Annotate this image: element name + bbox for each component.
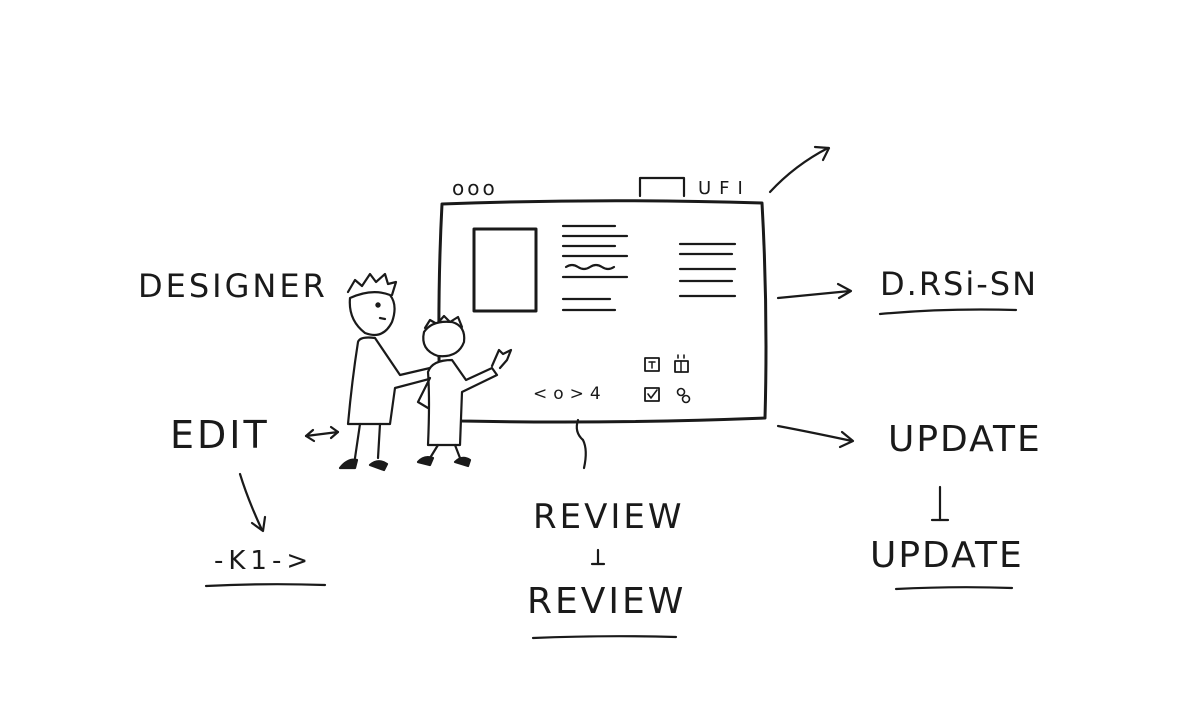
update-sub-underline (894, 586, 1014, 591)
screen-tab-label: UFI (698, 178, 751, 199)
image-placeholder (472, 227, 538, 313)
review-label: REVIEW (533, 497, 685, 537)
checkbox-icon (644, 387, 660, 402)
design-underline (878, 308, 1018, 316)
doc-icon (644, 357, 660, 372)
gift-icon (674, 354, 689, 373)
text-lines-center (561, 224, 629, 312)
collaborator-figure (416, 314, 513, 468)
designer-figure (338, 272, 435, 472)
arrow-update-down (930, 485, 950, 522)
arrow-to-design (776, 282, 853, 300)
nav-controls: <o>4 (533, 384, 607, 404)
update-label: UPDATE (888, 419, 1042, 460)
review-sub-underline (531, 635, 678, 640)
window-controls-icon: ooo (452, 176, 498, 200)
screen-top-tab (638, 176, 686, 198)
link-icon (676, 387, 691, 404)
designer-label: DESIGNER (138, 267, 328, 305)
text-lines-right (678, 242, 737, 298)
edit-sub-label: -K1-> (214, 546, 314, 576)
arrow-edit-bidirectional (304, 425, 340, 443)
arrow-to-update (776, 424, 855, 449)
arrow-edit-down (238, 472, 267, 533)
arrow-up-right (768, 145, 831, 194)
review-sub-label: REVIEW (527, 581, 687, 622)
update-sub-label: UPDATE (870, 535, 1024, 576)
design-output-label: D.RSi-SN (880, 265, 1039, 303)
connector-to-review (575, 418, 587, 470)
arrow-review-down (590, 548, 606, 566)
edit-sub-underline (204, 583, 327, 588)
edit-label: EDIT (170, 413, 270, 457)
